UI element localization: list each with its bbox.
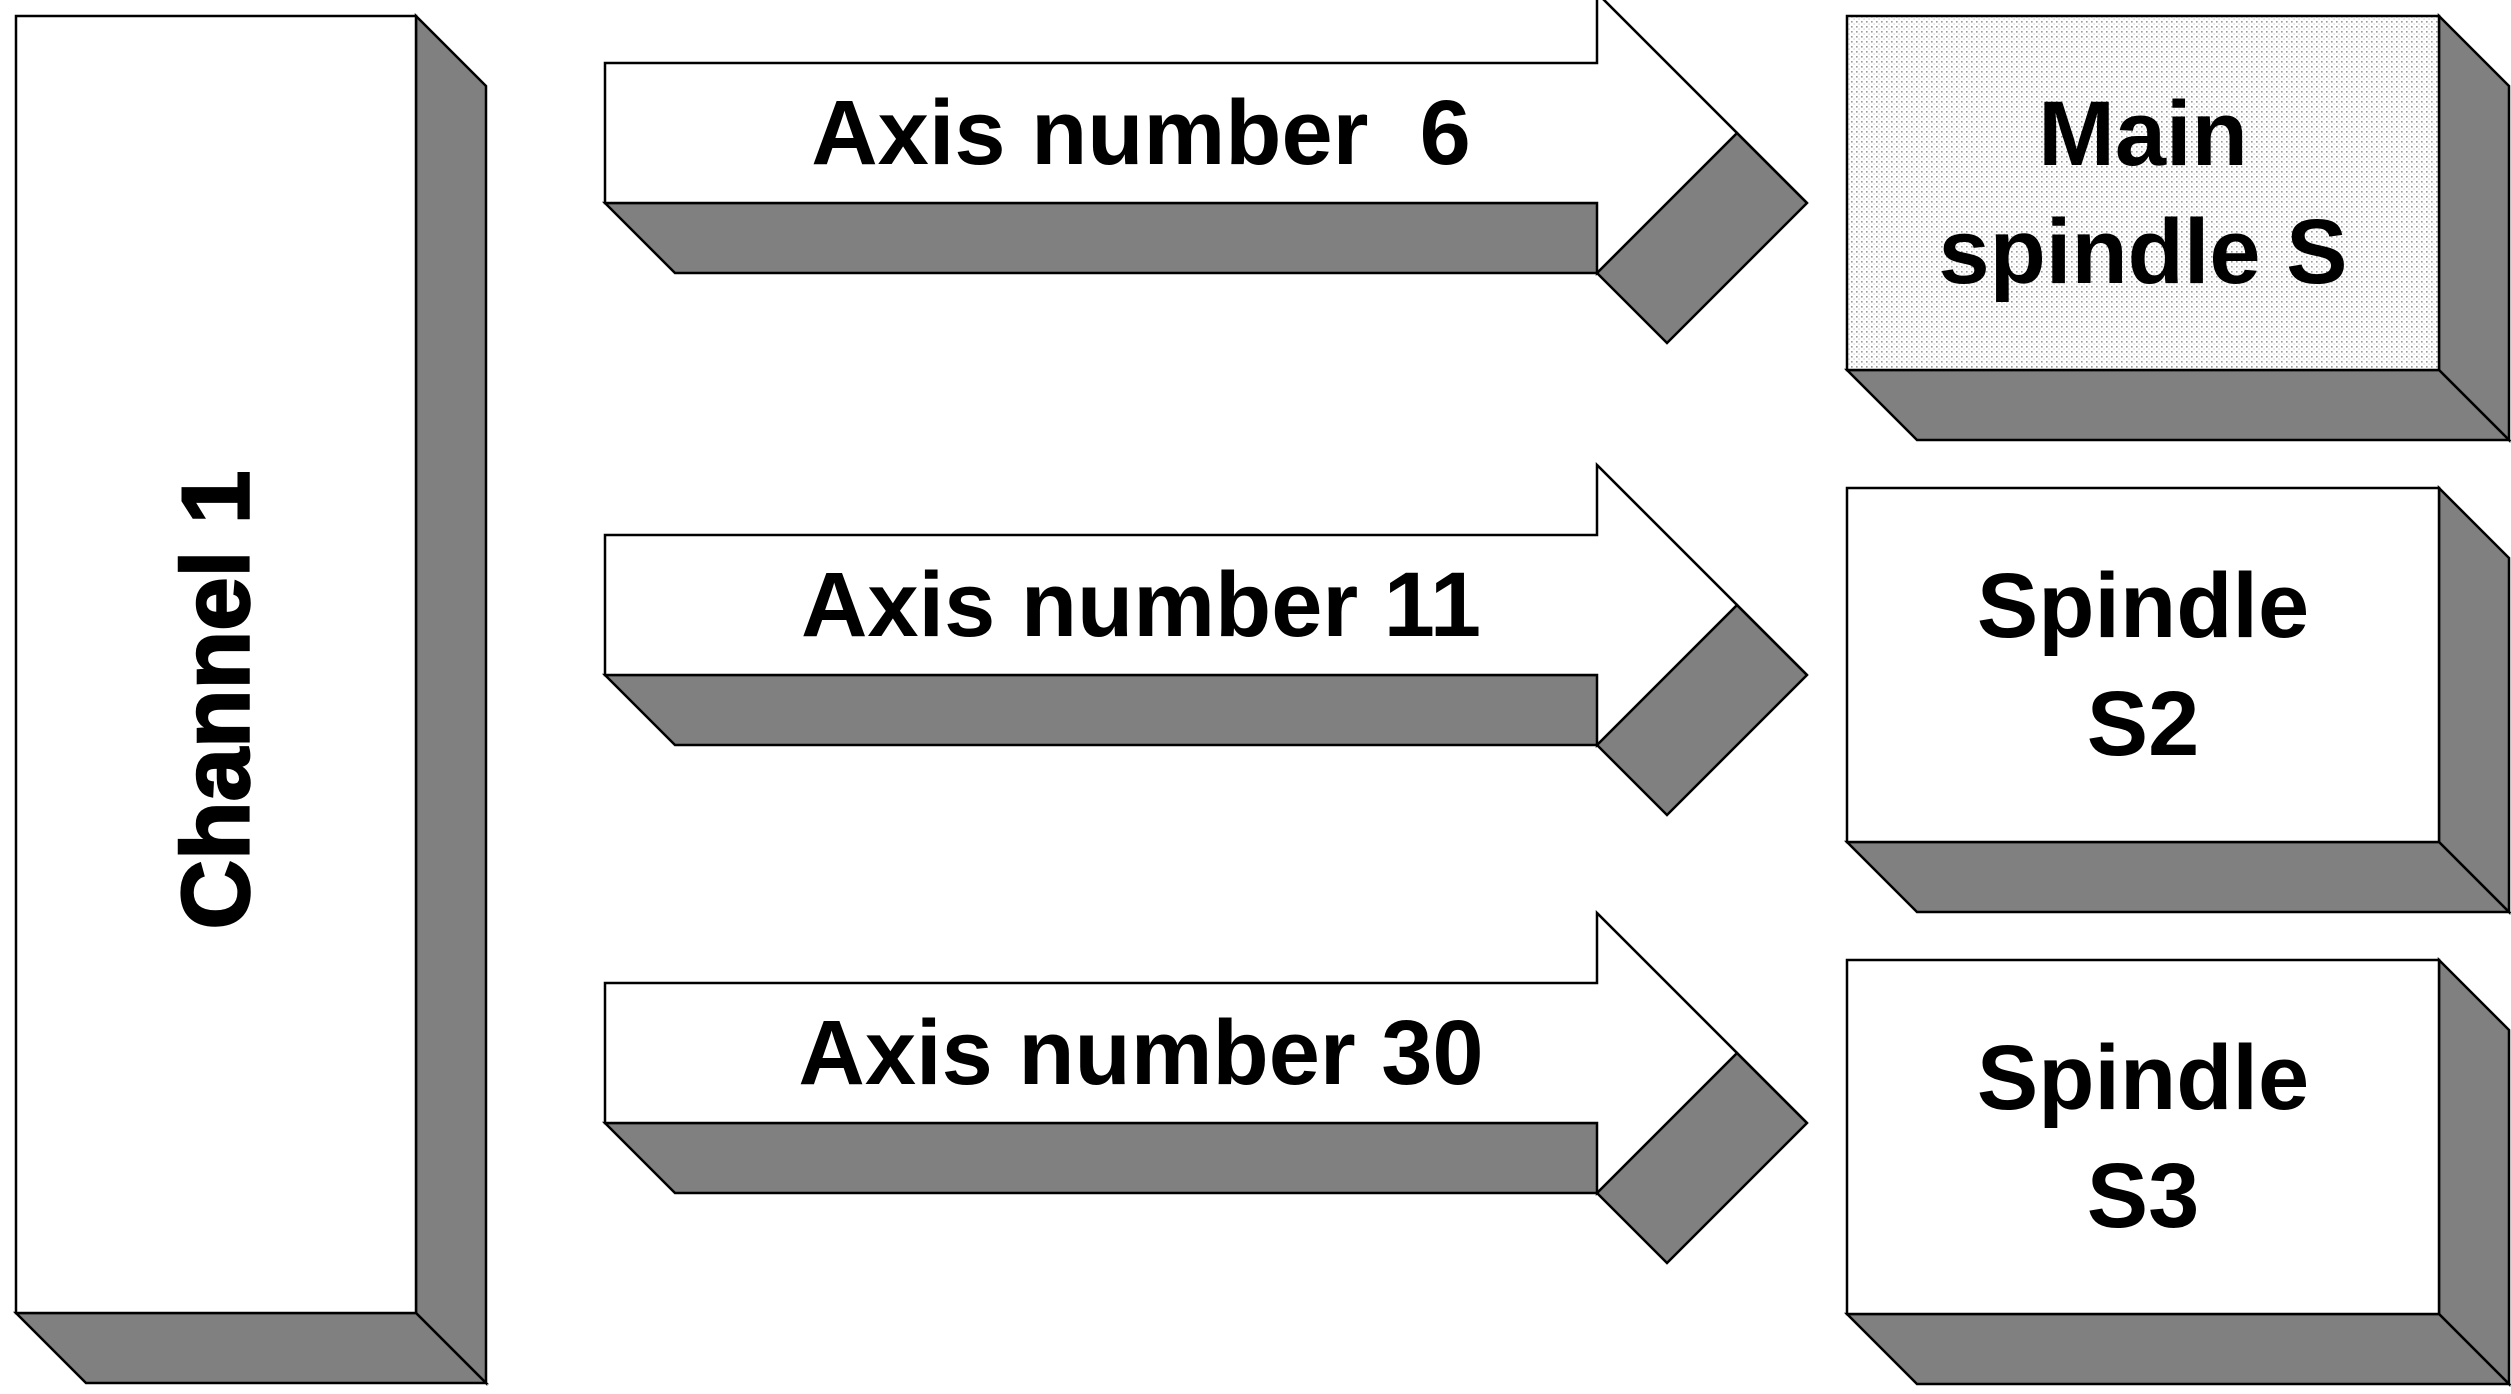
axis-arrow-face <box>603 0 1739 277</box>
spindle-label-line: Spindle <box>1977 1027 2309 1129</box>
spindle-box-bottom <box>1843 1312 2511 1386</box>
spindle-box-side <box>2437 956 2511 1388</box>
spindle-box-face <box>1845 14 2441 372</box>
axis-arrow-face <box>603 461 1739 749</box>
channel-block-bottom <box>12 1311 490 1385</box>
axis-arrow-shaft-shadow <box>601 673 1671 747</box>
spindle-box-bottom <box>1843 840 2511 914</box>
channel-block: Channel 1 <box>12 12 490 1387</box>
spindle-box-bottom <box>1843 368 2511 442</box>
mapping-rows: Axis number 6 Main spindle S Axis number 11… <box>601 0 2511 1388</box>
axis-arrow-shaft-shadow <box>601 201 1671 275</box>
spindle-label-line: Spindle <box>1977 555 2309 657</box>
axis-arrow-face <box>603 909 1739 1197</box>
axis-number-label: Axis number 6 <box>811 82 1471 184</box>
spindle-box-side <box>2437 484 2511 916</box>
channel-block-side <box>414 12 488 1387</box>
axis-arrow-shaft-shadow <box>601 1121 1671 1195</box>
mapping-row: Axis number 6 Main spindle S <box>601 0 2511 444</box>
spindle-label-line: S2 <box>2087 673 2200 775</box>
spindle-label-line: S3 <box>2087 1145 2200 1247</box>
spindle-box-face <box>1845 958 2441 1316</box>
spindle-box-side <box>2437 12 2511 444</box>
axis-number-label: Axis number 30 <box>798 1002 1483 1104</box>
axis-number-label: Axis number 11 <box>801 554 1481 656</box>
channel-block-face <box>14 14 418 1315</box>
spindle-label-line: Main <box>2038 83 2248 185</box>
spindle-label-line: spindle S <box>1939 201 2348 303</box>
channel-label: Channel 1 <box>163 471 270 930</box>
spindle-box-face <box>1845 486 2441 844</box>
